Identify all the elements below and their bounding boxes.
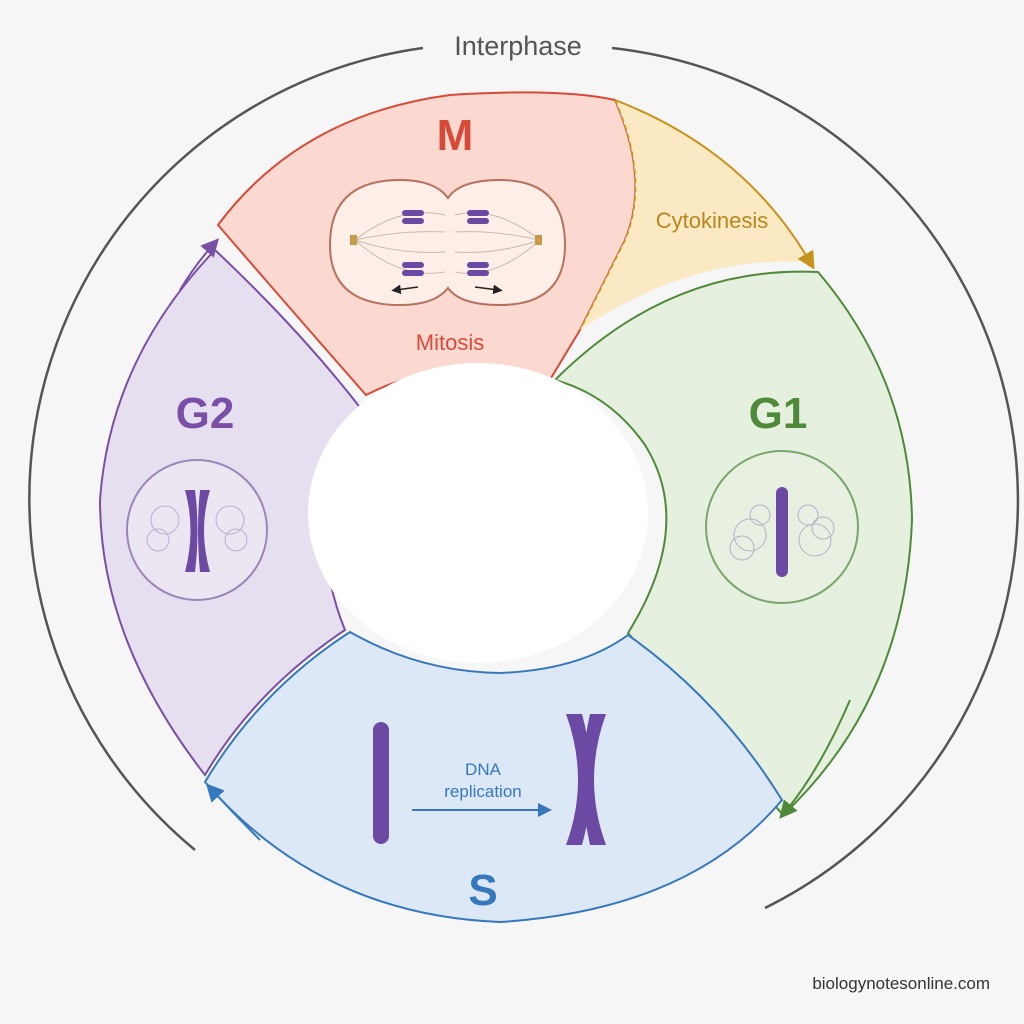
g1-arrow bbox=[779, 699, 851, 819]
cytokinesis-border bbox=[614, 99, 815, 270]
g1-cell-illustration bbox=[705, 450, 859, 604]
interphase-label: Interphase bbox=[454, 31, 582, 61]
g2-phase-label: G2 bbox=[176, 389, 235, 438]
s-chromosome-single bbox=[373, 722, 389, 844]
s-arrow bbox=[205, 783, 261, 841]
dna-label: DNA bbox=[465, 760, 502, 779]
center-hole bbox=[308, 363, 648, 663]
s-phase-segment bbox=[203, 630, 784, 924]
interphase-arc bbox=[28, 46, 424, 851]
cytokinesis-segment bbox=[580, 100, 810, 330]
g2-cell-illustration bbox=[126, 459, 268, 601]
interphase-arc-right bbox=[611, 46, 1020, 910]
mitosis-chromosomes bbox=[402, 210, 489, 276]
watermark: biologynotesonline.com bbox=[812, 974, 990, 993]
s-phase-label: S bbox=[468, 866, 497, 915]
replication-label: replication bbox=[444, 782, 522, 801]
m-phase-label: M bbox=[437, 111, 474, 160]
mitosis-label: Mitosis bbox=[416, 330, 484, 355]
s-chromosome-replicated bbox=[566, 714, 606, 845]
g1-phase-label: G1 bbox=[749, 389, 808, 438]
g2-arrow bbox=[179, 238, 220, 291]
m-cytokinesis-divider bbox=[579, 99, 637, 331]
dividing-cell-illustration bbox=[328, 178, 567, 307]
cytokinesis-label: Cytokinesis bbox=[656, 208, 768, 233]
